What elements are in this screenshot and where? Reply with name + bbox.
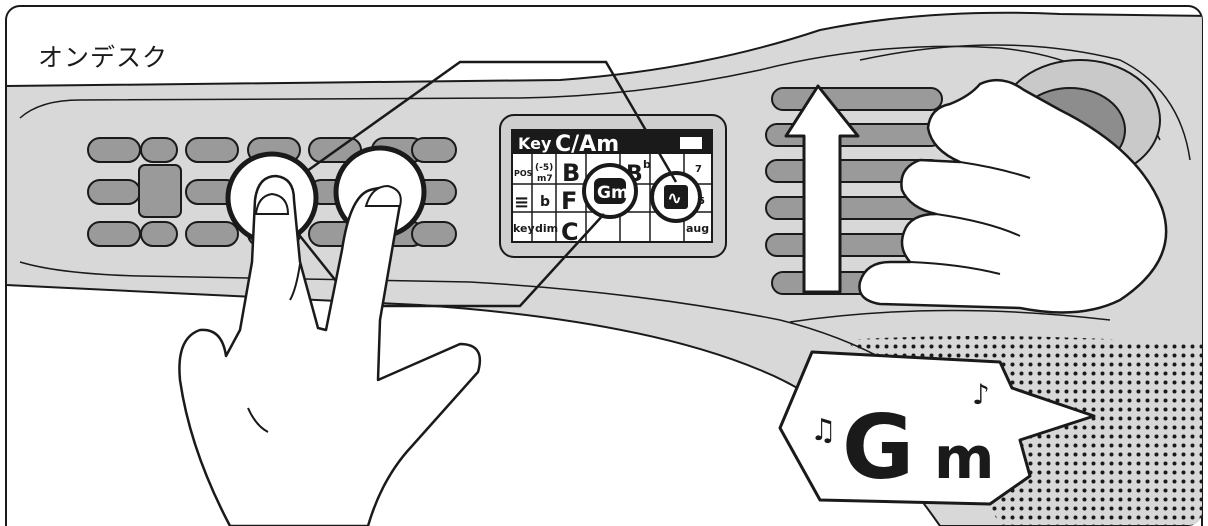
lcd-pos-label: POS bbox=[514, 169, 533, 178]
lcd-dim-label: dim bbox=[535, 222, 558, 235]
battery-icon bbox=[680, 137, 702, 149]
lcd-selected-chord: Gm bbox=[582, 163, 638, 219]
lcd-key-value: C/Am bbox=[555, 132, 619, 157]
chord-button[interactable] bbox=[140, 137, 178, 163]
chord-callout-root: G bbox=[842, 396, 914, 499]
chord-callout-bubble bbox=[778, 350, 1096, 506]
lcd-key-label: key bbox=[513, 222, 535, 235]
chord-button[interactable] bbox=[138, 164, 182, 218]
string-pad[interactable] bbox=[771, 87, 943, 111]
left-hand-crease bbox=[247, 263, 301, 433]
lcd-flat: b bbox=[540, 194, 550, 210]
left-fingernail bbox=[254, 192, 290, 215]
lcd-chord-f: F bbox=[561, 187, 577, 215]
chord-button[interactable] bbox=[185, 221, 239, 247]
chord-button[interactable] bbox=[87, 137, 141, 163]
speaker-rim bbox=[789, 309, 1111, 323]
scene-title: オンデスク bbox=[38, 43, 169, 72]
chord-callout-quality: m bbox=[934, 424, 994, 492]
chord-button[interactable] bbox=[411, 137, 457, 163]
lcd-interval-sub: m7 bbox=[537, 174, 553, 184]
lcd-seventh: 7 bbox=[695, 164, 702, 175]
callout-lines bbox=[271, 60, 678, 308]
right-hand-finger-lines bbox=[909, 161, 1031, 275]
neck-contour bbox=[859, 44, 1191, 161]
wave-icon: ∿ bbox=[667, 188, 682, 209]
lcd-flat-sup: b bbox=[643, 158, 651, 171]
chord-button[interactable] bbox=[140, 221, 178, 247]
lcd-chord-b: B bbox=[562, 159, 580, 187]
strum-up-arrow bbox=[784, 84, 860, 294]
chord-button[interactable] bbox=[411, 221, 457, 247]
lcd-interval-label: (-5) bbox=[535, 163, 553, 173]
left-hand bbox=[178, 174, 482, 526]
lcd-key-bar bbox=[512, 130, 712, 154]
menu-icon: ≡ bbox=[514, 192, 529, 213]
lcd-wave-button: ∿ bbox=[650, 171, 702, 223]
right-hand bbox=[858, 78, 1168, 314]
lcd-key-prefix: Key bbox=[518, 134, 552, 153]
note-left-icon: ♫ bbox=[810, 413, 837, 448]
lcd-selected-chord-label: Gm bbox=[597, 183, 629, 203]
chord-button[interactable] bbox=[87, 179, 141, 205]
chord-button[interactable] bbox=[87, 221, 141, 247]
right-fingernail bbox=[364, 184, 402, 207]
note-right-icon: ♪ bbox=[972, 378, 990, 411]
lcd-chord-c: C bbox=[561, 218, 579, 246]
lcd-aug-label: aug bbox=[686, 222, 709, 235]
chord-button[interactable] bbox=[185, 137, 239, 163]
